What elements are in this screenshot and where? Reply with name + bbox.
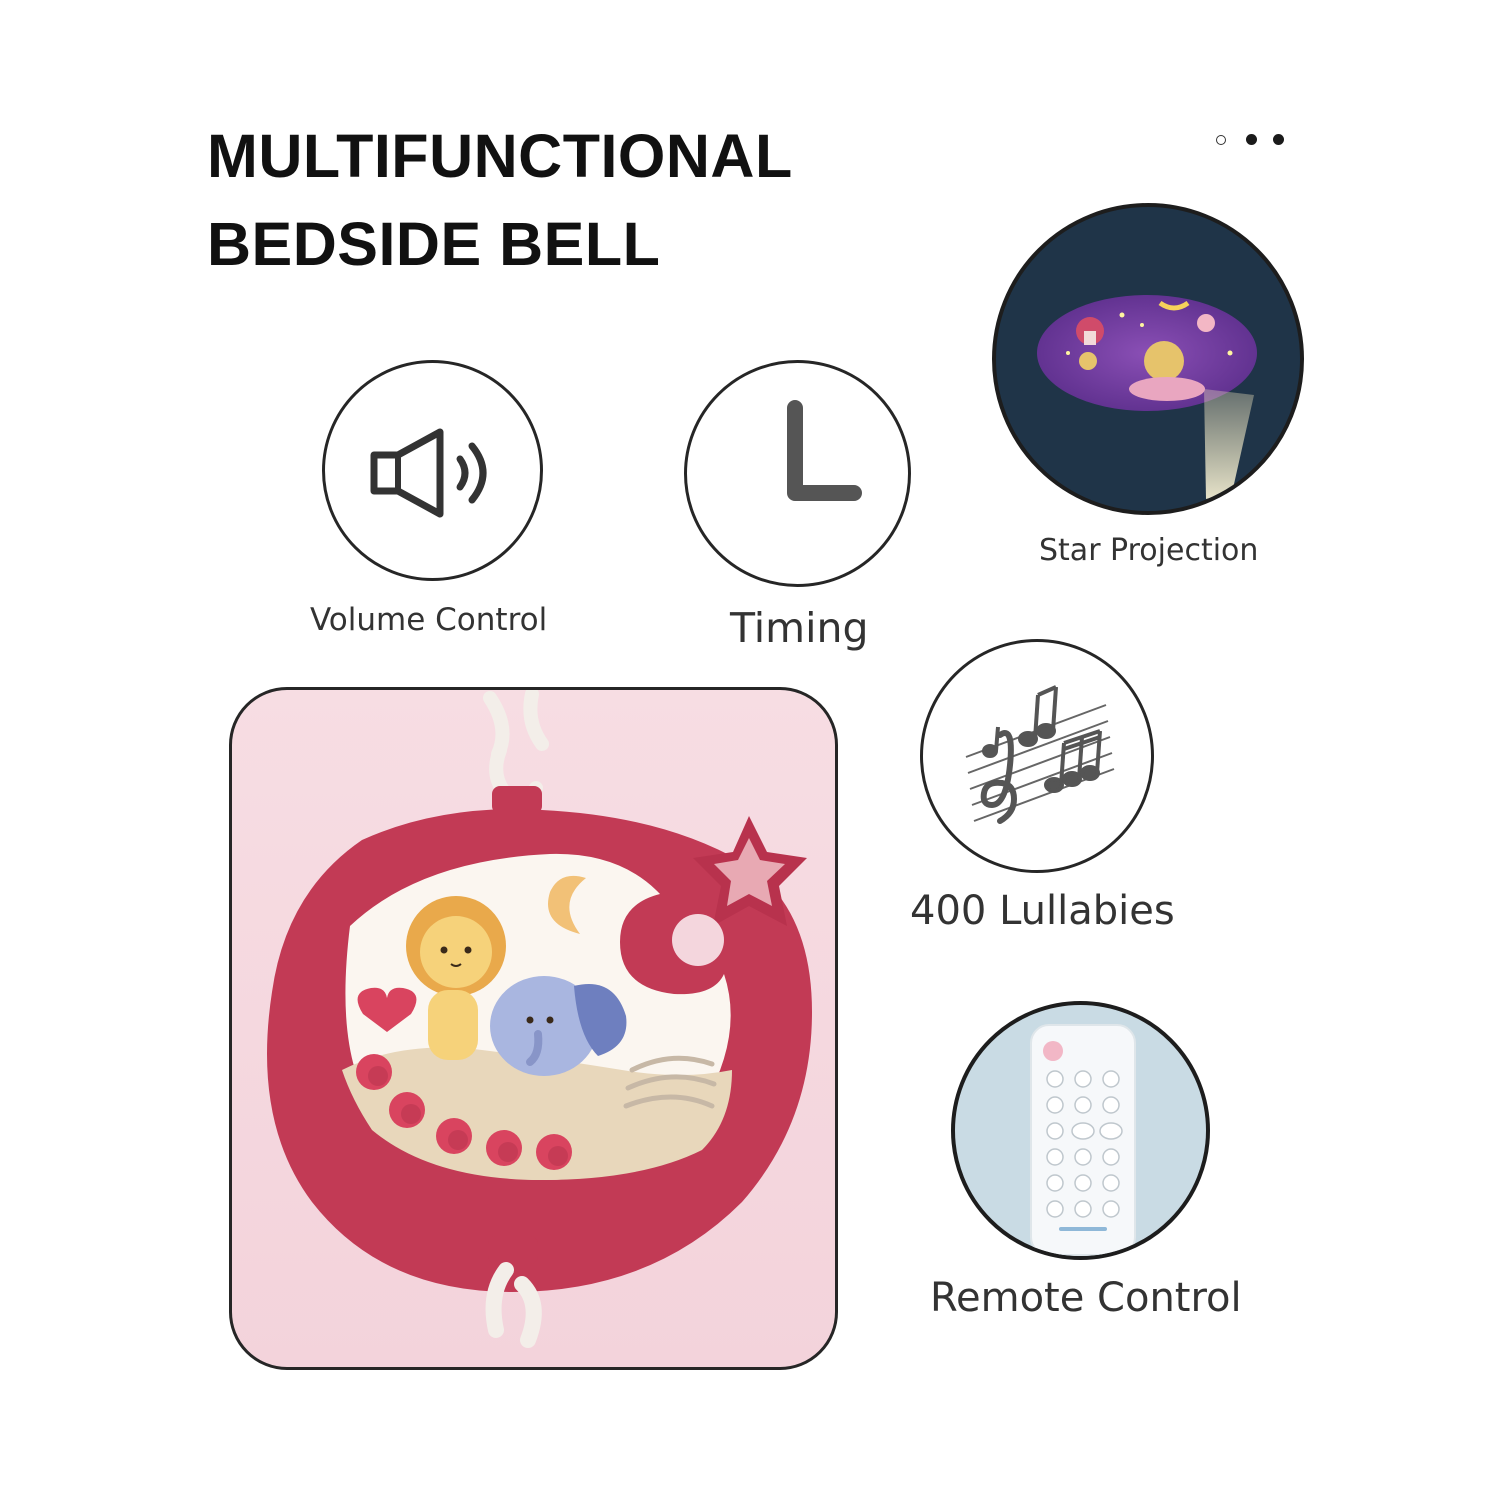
star-projection-circle (992, 203, 1304, 515)
speaker-icon (370, 428, 487, 518)
timing-circle (684, 360, 911, 587)
bedside-bell-product-image (267, 690, 812, 1348)
pagination-dot-1[interactable] (1216, 135, 1226, 145)
volume-control-label: Volume Control (310, 602, 548, 638)
title-line-2: BEDSIDE BELL (207, 210, 661, 278)
title-line-1: MULTIFUNCTIONAL (207, 122, 793, 190)
pagination-dot-3[interactable] (1273, 134, 1284, 145)
lullabies-label: 400 Lullabies (910, 888, 1175, 934)
lullabies-circle (920, 639, 1154, 873)
pagination-dots (1214, 131, 1294, 147)
star-projection-label: Star Projection (1039, 533, 1259, 568)
volume-control-circle (322, 360, 543, 581)
pagination-dot-2[interactable] (1246, 134, 1257, 145)
product-image-panel (229, 687, 838, 1370)
music-notes-icon (965, 685, 1115, 824)
remote-control-label: Remote Control (930, 1275, 1242, 1321)
remote-control-circle (951, 1001, 1210, 1260)
clock-icon (787, 400, 862, 501)
page-title: MULTIFUNCTIONAL BEDSIDE BELL (207, 112, 793, 288)
projection-image (1037, 295, 1257, 499)
timing-label: Timing (730, 604, 869, 652)
remote-control-image (1030, 1024, 1136, 1256)
